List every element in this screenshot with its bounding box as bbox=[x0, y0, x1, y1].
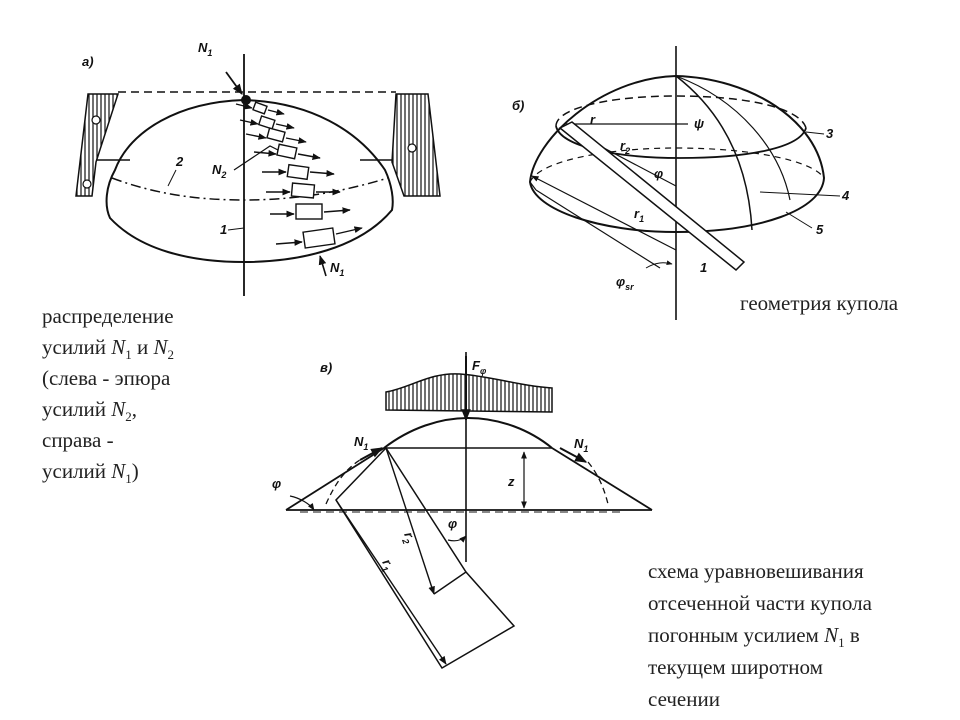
z-label: z bbox=[507, 474, 515, 489]
callout-1: 1 bbox=[700, 260, 707, 275]
plus-sign-icon bbox=[91, 115, 101, 125]
phi-label: φ bbox=[654, 166, 663, 181]
caption-equilibrium-scheme: схема уравновешивания отсеченной части к… bbox=[648, 559, 872, 711]
phi-sr-label: φsr bbox=[616, 274, 634, 292]
radius-strip bbox=[335, 446, 516, 670]
n1-left-label: N1 bbox=[354, 434, 368, 452]
callout-3: 3 bbox=[826, 126, 834, 141]
callout-2: 2 bbox=[175, 154, 184, 169]
dome-profile-a bbox=[105, 98, 394, 264]
figure-a-tag: а) bbox=[82, 54, 94, 69]
psi-label: ψ bbox=[694, 116, 704, 131]
figure-b: б) r r2 r1 ψ φ φsr bbox=[512, 46, 850, 320]
callout-5: 5 bbox=[816, 222, 824, 237]
n1-bottom-label: N1 bbox=[330, 260, 344, 278]
caption-force-distribution: распределение усилий N1 и N2 (слева - эп… bbox=[42, 304, 175, 487]
f-phi-label: Fφ bbox=[472, 358, 487, 376]
n1-top-label: N1 bbox=[198, 40, 212, 58]
n1-right-label: N1 bbox=[574, 436, 588, 454]
figure-b-tag: б) bbox=[512, 98, 524, 113]
figure-c-tag: в) bbox=[320, 360, 332, 375]
r2-label: r2 bbox=[398, 530, 418, 546]
phi-mid-label: φ bbox=[448, 516, 457, 531]
n1-diagram-right bbox=[391, 93, 441, 197]
force-elements bbox=[235, 101, 363, 249]
dome-outline-b bbox=[528, 74, 826, 234]
phi-left-label: φ bbox=[272, 476, 281, 491]
caption-dome-geometry: геометрия купола bbox=[740, 291, 899, 315]
r-label: r bbox=[590, 112, 596, 127]
callout-4: 4 bbox=[841, 188, 850, 203]
figure-c: в) bbox=[272, 352, 653, 670]
figure-a: а) bbox=[75, 40, 441, 296]
r2-label: r2 bbox=[620, 138, 630, 156]
callout-1: 1 bbox=[220, 222, 227, 237]
r1-label: r1 bbox=[634, 206, 644, 224]
minus-sign-icon bbox=[82, 179, 92, 189]
n2-diagram-left bbox=[75, 93, 120, 197]
minus-sign-icon bbox=[407, 143, 417, 153]
load-diagram bbox=[385, 373, 553, 413]
n2-label: N2 bbox=[212, 162, 226, 180]
